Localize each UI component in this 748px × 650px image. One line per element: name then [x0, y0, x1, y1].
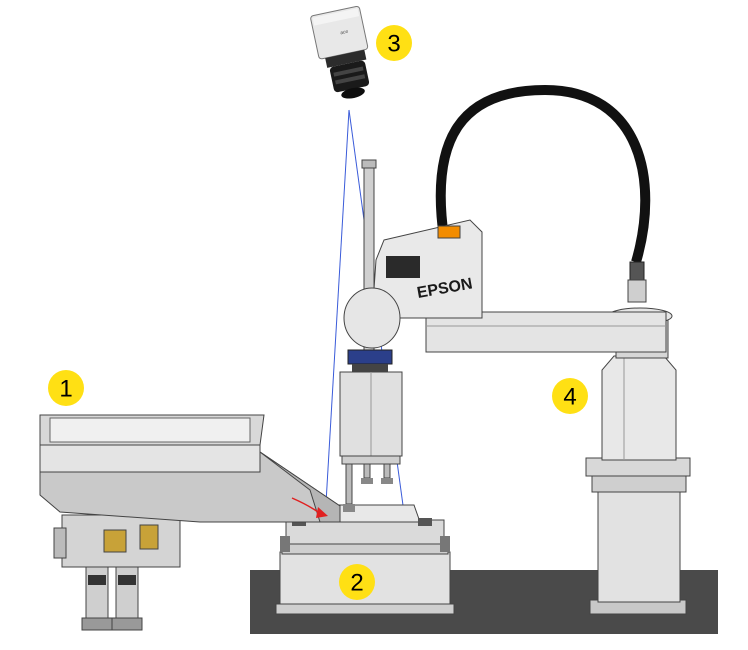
badge-2-label: 2: [350, 570, 363, 597]
industrial-camera-icon: ace: [310, 5, 370, 99]
badge-4-label: 4: [563, 384, 576, 411]
badge-3: 3: [376, 25, 412, 61]
badge-2: 2: [339, 564, 375, 600]
vibratory-feeder-icon: [39, 414, 341, 631]
svg-text:ace: ace: [340, 29, 349, 37]
scara-robot-icon: EPSON: [339, 84, 691, 615]
badge-3-label: 3: [387, 31, 400, 58]
badge-4: 4: [552, 378, 588, 414]
badge-1: 1: [48, 370, 84, 406]
badge-1-label: 1: [59, 376, 72, 403]
